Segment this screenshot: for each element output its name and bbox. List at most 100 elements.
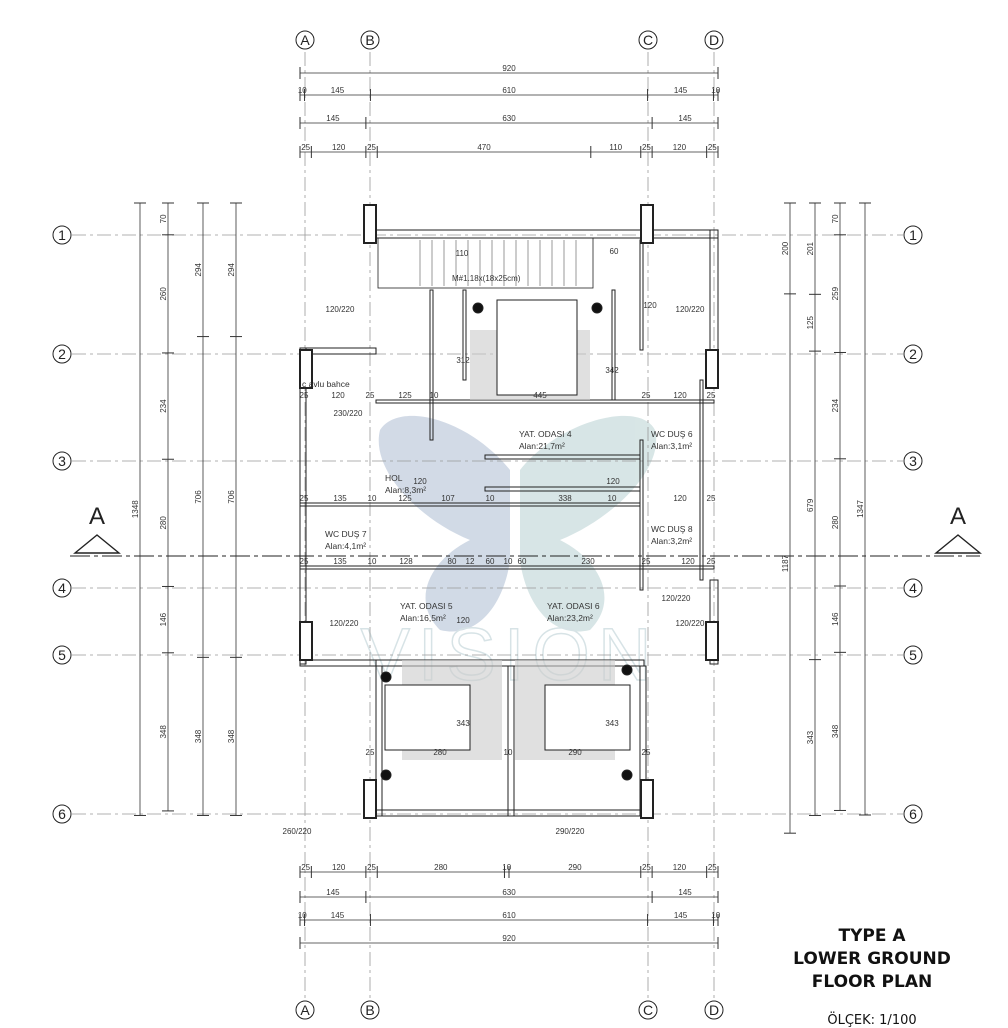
- dimension-label: 610: [502, 911, 516, 920]
- grid-bubble: [52, 804, 72, 824]
- inner-dimension-label: 135: [333, 557, 347, 566]
- inner-dimension-label: 445: [533, 391, 547, 400]
- title-line-3: FLOOR PLAN: [811, 972, 933, 992]
- room-name: WC DUŞ 7: [325, 529, 367, 539]
- room-name: WC DUŞ 8: [651, 524, 693, 534]
- inner-dimension-label: 120/220: [326, 305, 355, 314]
- wall: [507, 665, 515, 817]
- wall: [699, 379, 704, 581]
- inner-dimension-label: 120: [606, 477, 620, 486]
- grid-row-label: 4: [58, 580, 66, 596]
- dimension-label: 25: [367, 143, 376, 152]
- room-name: WC DUŞ 6: [651, 429, 693, 439]
- grid-bubble: [903, 645, 923, 665]
- inner-dimension-label: 25: [642, 748, 651, 757]
- wall: [611, 289, 616, 401]
- grid-bubble: [52, 578, 72, 598]
- dimension-label: 25: [642, 143, 651, 152]
- lamp-icon: [380, 671, 392, 683]
- grid-row-label: 1: [58, 227, 66, 243]
- dimension-label: 1187: [781, 554, 790, 572]
- dimension-label: 294: [227, 263, 236, 277]
- dimension-label: 110: [609, 143, 622, 152]
- dimension-label: 280: [831, 515, 840, 529]
- dimension-label: 10: [711, 911, 720, 920]
- dimension-label: 120: [332, 863, 346, 872]
- dimension-label: 630: [502, 114, 516, 123]
- grid-bubble: [903, 578, 923, 598]
- inner-dimension-label: 10: [430, 391, 439, 400]
- grid-column-label: D: [709, 32, 719, 48]
- dimension-label: 610: [502, 86, 516, 95]
- inner-dimension-label: 128: [399, 557, 413, 566]
- dimension-label: 145: [326, 888, 340, 897]
- wall: [639, 439, 644, 591]
- inner-dimension-label: 25: [300, 494, 309, 503]
- title-line-2: LOWER GROUND: [793, 949, 951, 969]
- inner-dimension-label: 10: [504, 748, 513, 757]
- plan-title: TYPE A LOWER GROUND FLOOR PLAN: [770, 925, 974, 994]
- inner-dimension-label: 120: [673, 494, 687, 503]
- room-area: Alan:3,1m²: [651, 441, 692, 451]
- inner-dimension-label: 230: [581, 557, 595, 566]
- grid-bubble: [295, 1000, 315, 1020]
- section-label: A: [950, 503, 966, 530]
- lamp-icon: [591, 302, 603, 314]
- column: [299, 349, 313, 389]
- inner-dimension-label: 25: [300, 391, 309, 400]
- dimension-label: 280: [159, 516, 168, 530]
- wall: [375, 399, 715, 404]
- inner-dimension-label: 25: [642, 557, 651, 566]
- lamp-icon: [380, 769, 392, 781]
- dimension-label: 25: [708, 863, 717, 872]
- inner-dimension-label: 290: [568, 748, 582, 757]
- dimension-label: 125: [806, 316, 815, 330]
- column: [363, 779, 377, 819]
- grid-bubble: [704, 30, 724, 50]
- dimension-label: 200: [781, 241, 790, 255]
- inner-dimension-label: 135: [333, 494, 347, 503]
- inner-dimension-label: 125: [398, 494, 412, 503]
- grid-bubble: [704, 1000, 724, 1020]
- grid-bubble: [295, 30, 315, 50]
- inner-dimension-label: 25: [642, 391, 651, 400]
- dimension-label: 1347: [856, 500, 865, 518]
- wall: [375, 229, 719, 239]
- grid-row-label: 5: [58, 647, 66, 663]
- column: [363, 204, 377, 244]
- grid-column-label: B: [365, 32, 374, 48]
- inner-dimension-label: 25: [300, 557, 309, 566]
- section-label: A: [89, 503, 105, 530]
- dimension-label: 260: [159, 287, 168, 301]
- grid-bubble: [638, 30, 658, 50]
- inner-dimension-label: 80: [448, 557, 457, 566]
- inner-dimension-label: 230/220: [334, 409, 363, 418]
- inner-dimension-label: 290/220: [556, 827, 585, 836]
- dimension-label: 470: [477, 143, 491, 152]
- dimension-label: 348: [194, 729, 203, 743]
- inner-dimension-label: 107: [441, 494, 455, 503]
- inner-dimension-label: 125: [398, 391, 412, 400]
- dimension-label: 25: [708, 143, 717, 152]
- scale-label: ÖLÇEK: 1/100: [827, 1013, 917, 1028]
- dimension-label: 145: [331, 911, 345, 920]
- inner-dimension-label: 343: [605, 719, 619, 728]
- grid-row-label: 2: [909, 346, 917, 362]
- lamp-icon: [621, 769, 633, 781]
- dimension-label: 145: [326, 114, 340, 123]
- inner-dimension-label: 280: [433, 748, 447, 757]
- inner-dimension-label: 120: [681, 557, 695, 566]
- wall: [375, 665, 383, 817]
- dimension-label: 145: [331, 86, 345, 95]
- inner-dimension-label: 120: [643, 301, 657, 310]
- lamp-icon: [621, 664, 633, 676]
- column: [299, 621, 313, 661]
- inner-dimension-label: 338: [558, 494, 572, 503]
- walls: [299, 204, 719, 819]
- dimension-label: 70: [831, 214, 840, 223]
- grid-column-label: B: [365, 1002, 374, 1018]
- grid-row-label: 3: [58, 453, 66, 469]
